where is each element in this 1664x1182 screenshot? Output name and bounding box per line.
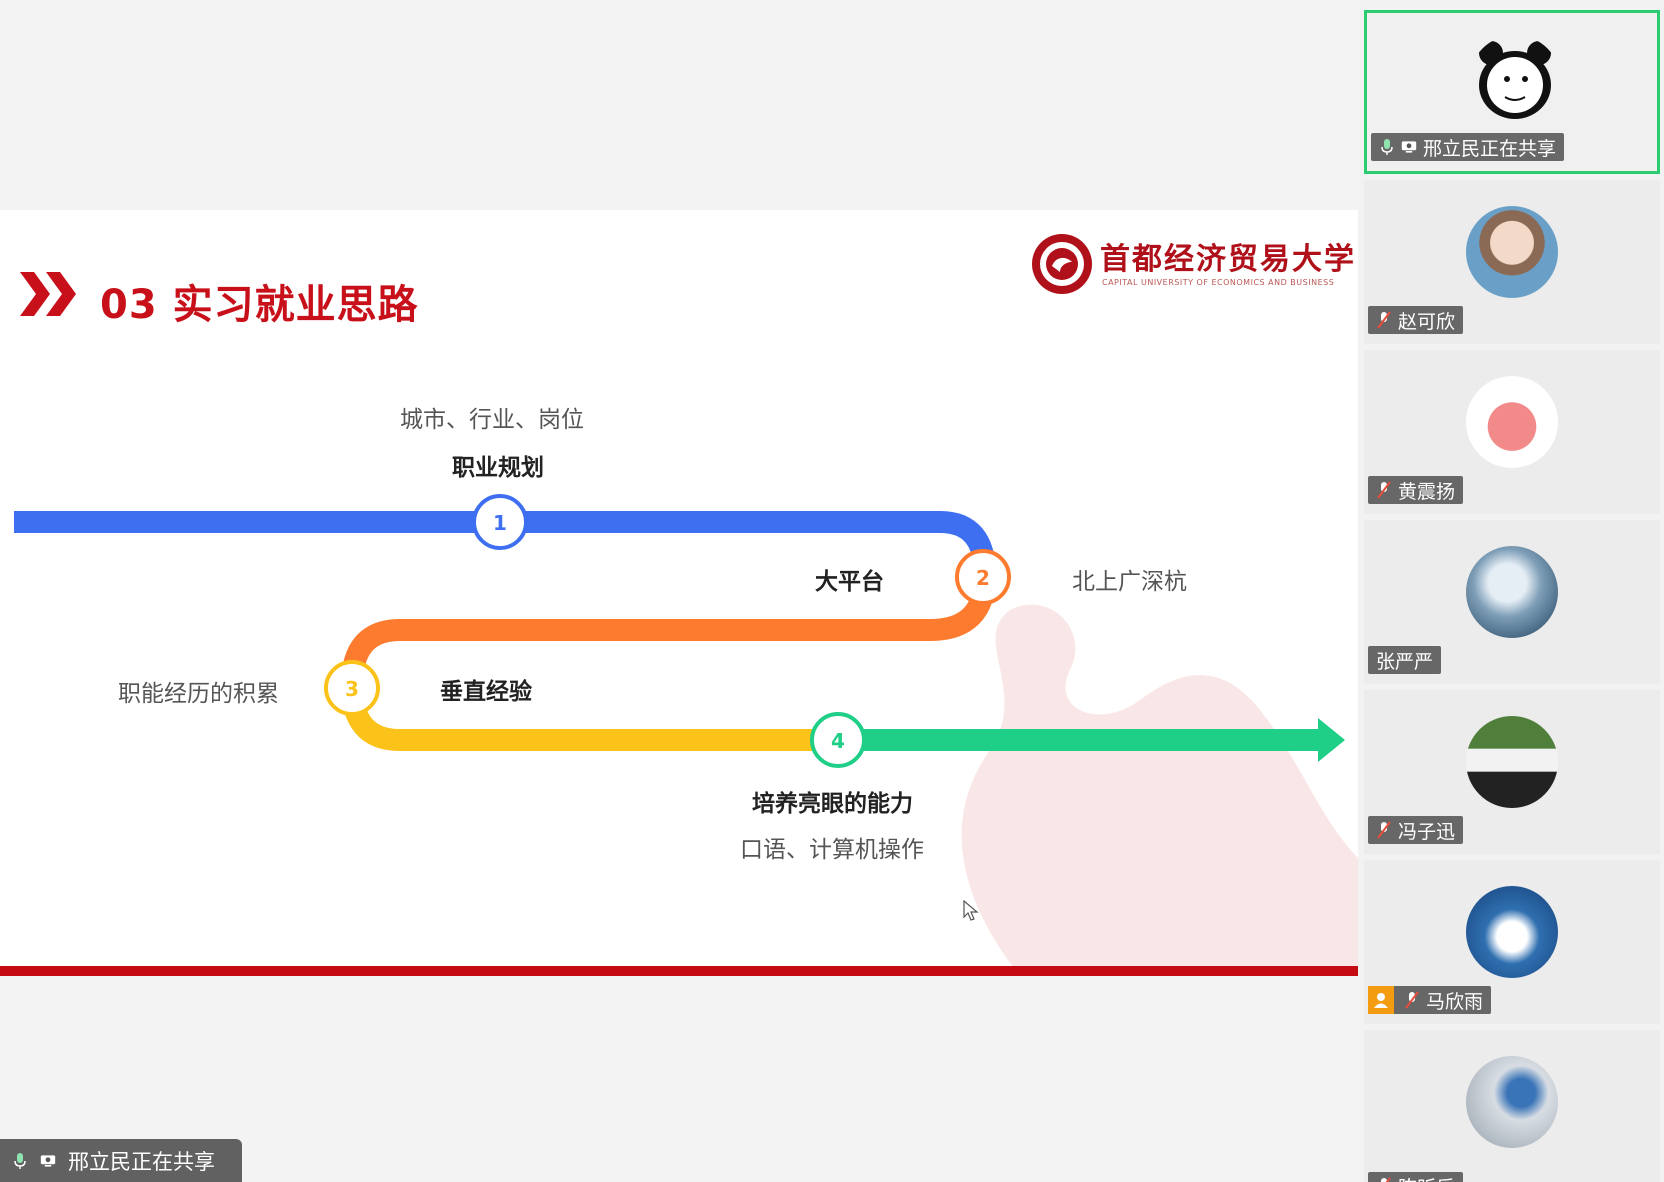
label-career-sub: 城市、行业、岗位: [400, 407, 584, 433]
participant-name: 陈昕乐: [1398, 1173, 1455, 1182]
label-cities: 北上广深杭: [1072, 569, 1187, 595]
participant-list[interactable]: 邢立民正在共享 赵可欣 黄震扬 张严严: [1364, 6, 1660, 1182]
sharing-status-badge: 邢立民正在共享: [0, 1139, 242, 1182]
path-segment-yellow: [341, 684, 840, 751]
participant-name-tag: 赵可欣: [1368, 306, 1464, 334]
participant-name: 张严严: [1376, 650, 1434, 673]
chevron-right-icon: [20, 272, 76, 316]
avatar: [1466, 376, 1558, 468]
career-roadmap: 1 2 3 4: [14, 494, 1345, 768]
label-career: 职业规划: [452, 454, 544, 481]
participant-name-tag: 张严严: [1368, 646, 1442, 674]
microphone-muted-icon: [1404, 991, 1420, 1009]
panda-avatar-icon: [1479, 41, 1551, 119]
screen-share-icon: [1401, 138, 1417, 156]
step-marker-2: 2: [955, 549, 1011, 605]
step-number: 4: [831, 729, 845, 753]
shared-screen: 03 实习就业思路 首都经济贸易大学 CAPITAL UNIVERSITY OF…: [0, 210, 1358, 1182]
path-segment-orange: [341, 574, 996, 686]
label-ability-sub: 口语、计算机操作: [740, 837, 924, 863]
arrow-right-icon: [1318, 718, 1345, 762]
microphone-muted-icon: [1376, 821, 1392, 839]
microphone-muted-icon: [1376, 481, 1392, 499]
microphone-muted-icon: [1376, 311, 1392, 329]
microphone-icon: [12, 1152, 28, 1170]
mouse-cursor-icon: [963, 900, 979, 921]
avatar: [1466, 716, 1558, 808]
step-marker-4: 4: [810, 712, 866, 768]
participant-name: 马欣雨: [1426, 990, 1484, 1013]
participant-tile[interactable]: 张严严: [1364, 520, 1660, 684]
step-number: 3: [345, 677, 359, 701]
participant-tile[interactable]: 冯子迅: [1364, 690, 1660, 854]
label-accumulate: 职能经历的积累: [118, 681, 279, 707]
participant-name-tag: 邢立民正在共享: [1371, 133, 1565, 161]
participant-tile[interactable]: 赵可欣: [1364, 180, 1660, 344]
avatar: [1466, 206, 1558, 298]
logo-english-text: CAPITAL UNIVERSITY OF ECONOMICS AND BUSI…: [1102, 278, 1335, 287]
avatar: [1466, 886, 1558, 978]
participant-tile[interactable]: 马欣雨: [1364, 860, 1660, 1024]
microphone-muted-icon: [1376, 1177, 1392, 1182]
sharing-status-text: 邢立民正在共享: [68, 1149, 215, 1174]
step-marker-3: 3: [324, 660, 380, 716]
step-number: 1: [493, 511, 507, 535]
avatar: [1466, 1056, 1558, 1148]
step-number: 2: [976, 566, 990, 590]
step-marker-1: 1: [472, 494, 528, 550]
microphone-icon: [1379, 138, 1395, 156]
participant-tile[interactable]: 邢立民正在共享: [1364, 10, 1660, 174]
participant-name-tag: 冯子迅: [1368, 816, 1464, 844]
label-ability: 培养亮眼的能力: [752, 790, 913, 817]
screen-share-icon: [40, 1152, 56, 1170]
participant-tile[interactable]: 黄震扬: [1364, 350, 1660, 514]
avatar: [1466, 546, 1558, 638]
participant-name: 邢立民正在共享: [1423, 137, 1557, 160]
slide-bottom-bar: [0, 966, 1358, 976]
participant-name-tag: 陈昕乐: [1368, 1172, 1464, 1182]
participant-name: 黄震扬: [1398, 480, 1456, 503]
university-logo: 首都经济贸易大学 CAPITAL UNIVERSITY OF ECONOMICS…: [1030, 230, 1354, 300]
participant-name: 赵可欣: [1398, 310, 1456, 333]
logo-chinese-text: 首都经济贸易大学: [1100, 242, 1356, 277]
avatar: [1469, 35, 1561, 127]
participant-name-tag: 马欣雨: [1368, 986, 1492, 1014]
host-user-icon: [1368, 986, 1394, 1014]
participant-name: 冯子迅: [1398, 820, 1456, 843]
label-platform: 大平台: [815, 568, 884, 595]
participant-name-tag: 黄震扬: [1368, 476, 1464, 504]
university-seal-icon: [1032, 234, 1092, 294]
watermark-shape: [961, 604, 1358, 976]
slide-title: 03 实习就业思路: [100, 282, 419, 328]
participant-tile[interactable]: 陈昕乐: [1364, 1030, 1660, 1182]
presentation-slide: 03 实习就业思路 首都经济贸易大学 CAPITAL UNIVERSITY OF…: [0, 210, 1358, 976]
label-vertical: 垂直经验: [440, 678, 532, 705]
